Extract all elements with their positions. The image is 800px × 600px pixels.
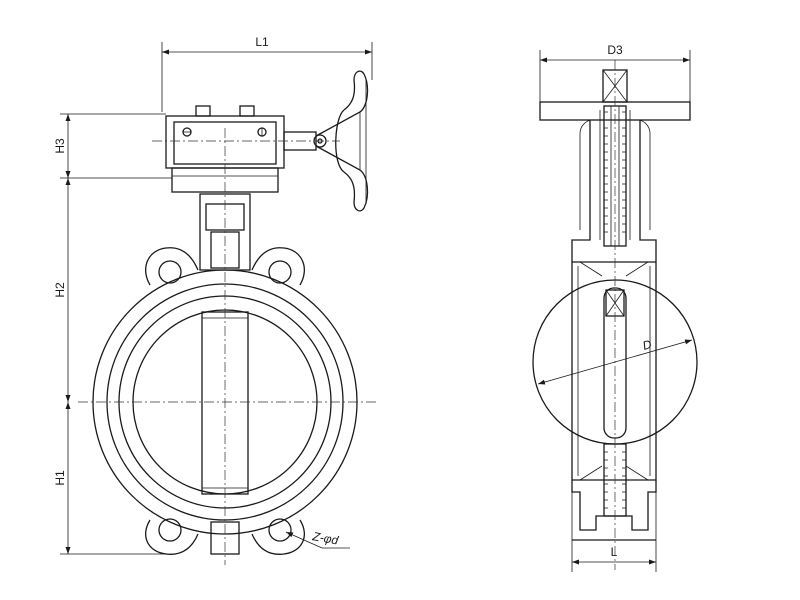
label-d: D xyxy=(641,337,654,353)
dim-d3: D3 xyxy=(539,43,691,102)
label-l: L xyxy=(611,545,618,559)
side-bottom xyxy=(571,443,657,541)
leader-z-phi-d: Z-φd xyxy=(285,529,350,549)
dim-h1: H1 xyxy=(53,402,168,555)
front-view: L1 H3 H2 H1 Z-φd xyxy=(53,35,378,565)
label-h3: H3 xyxy=(53,138,67,154)
side-view: D3 D L xyxy=(532,43,698,572)
label-z-phi-d: Z-φd xyxy=(310,529,339,548)
label-l1: L1 xyxy=(255,35,269,49)
center-lines xyxy=(78,128,378,565)
top-flange xyxy=(539,69,691,121)
neck xyxy=(199,193,251,555)
dim-d: D xyxy=(537,337,693,385)
dim-h2: H2 xyxy=(53,178,71,402)
label-d3: D3 xyxy=(607,43,623,57)
dim-h3: H3 xyxy=(53,113,172,179)
label-h2: H2 xyxy=(53,282,67,298)
label-h1: H1 xyxy=(53,470,67,486)
side-neck xyxy=(571,110,657,262)
dim-l: L xyxy=(571,540,657,572)
dim-l1: L1 xyxy=(161,35,373,112)
top-lugs xyxy=(145,247,305,286)
